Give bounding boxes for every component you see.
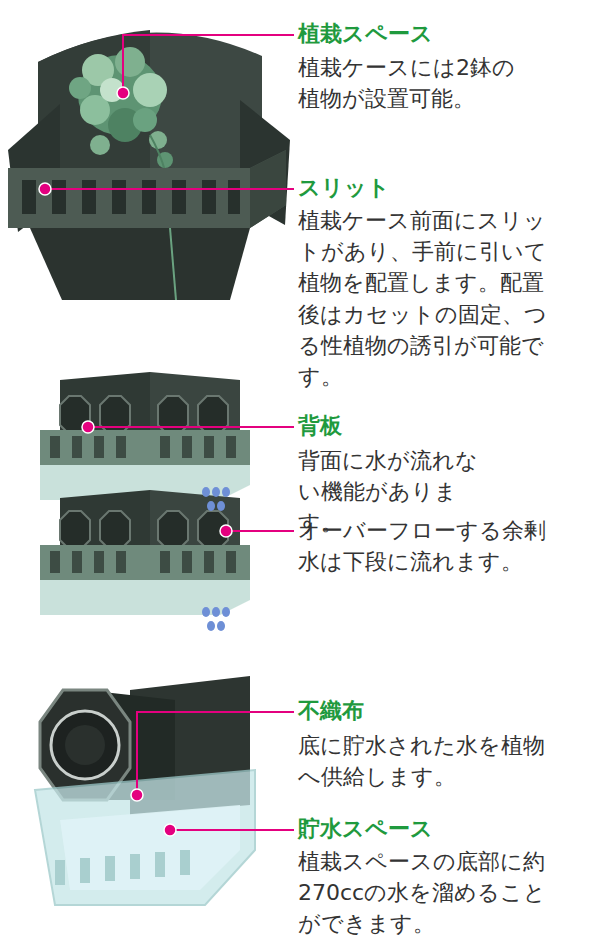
illustration-part bbox=[69, 77, 91, 99]
illustration-part bbox=[222, 487, 230, 497]
illustration-part bbox=[60, 372, 150, 440]
illustration-part bbox=[182, 436, 192, 458]
feature-text: オーバーフローする余剰水は下段に流れます。 bbox=[298, 515, 565, 577]
illustration-part bbox=[207, 621, 215, 631]
illustration-part bbox=[142, 180, 156, 214]
illustration-part bbox=[60, 805, 240, 890]
feature-heading: 不織布 bbox=[298, 695, 364, 726]
illustration-part bbox=[55, 860, 65, 885]
illustration-part bbox=[50, 436, 60, 458]
illustration-part bbox=[137, 712, 294, 795]
illustration-part bbox=[40, 490, 250, 615]
illustration-part bbox=[60, 396, 228, 434]
illustration-part bbox=[158, 511, 188, 549]
illustration-part bbox=[204, 436, 214, 458]
illustration-part bbox=[226, 530, 294, 532]
illustration-part bbox=[226, 436, 236, 458]
reservoir-module bbox=[35, 676, 255, 905]
illustration-part bbox=[105, 856, 115, 881]
illustration-part bbox=[82, 421, 94, 433]
illustration-part bbox=[217, 501, 225, 511]
illustration-part bbox=[202, 607, 210, 617]
illustration-part bbox=[50, 551, 236, 573]
illustration-part bbox=[22, 180, 240, 214]
illustration-part bbox=[72, 436, 82, 458]
feature-text: 植栽ケースには2鉢の植物が設置可能。 bbox=[298, 52, 520, 114]
illustration-part bbox=[212, 487, 220, 497]
water-drops bbox=[202, 487, 230, 631]
illustration-part bbox=[172, 180, 186, 214]
illustration-part bbox=[160, 551, 170, 573]
illustration-part bbox=[45, 188, 294, 190]
illustration-part bbox=[39, 183, 51, 195]
illustration-part bbox=[133, 73, 167, 107]
illustration-part bbox=[217, 621, 225, 631]
illustration-part bbox=[82, 180, 96, 214]
illustration-part bbox=[130, 854, 140, 879]
illustration-part bbox=[182, 551, 192, 573]
illustration-part bbox=[60, 511, 90, 549]
feature-heading: 貯水スペース bbox=[298, 813, 433, 844]
illustration-part bbox=[40, 545, 250, 580]
illustration-part bbox=[88, 426, 294, 428]
illustration-part bbox=[55, 850, 190, 885]
illustration-part bbox=[204, 551, 214, 573]
illustration-part bbox=[131, 789, 143, 801]
illustration-part bbox=[158, 396, 188, 434]
illustration-part bbox=[116, 551, 126, 573]
illustration-part bbox=[40, 372, 250, 500]
feature-text: 底に貯水された水を植物へ供給します。 bbox=[298, 730, 565, 792]
illustration-part bbox=[65, 725, 105, 765]
illustration-part bbox=[90, 135, 110, 155]
leader-lines bbox=[45, 35, 294, 830]
illustration-part bbox=[40, 430, 250, 465]
illustration-part bbox=[72, 551, 82, 573]
illustration-part bbox=[164, 824, 176, 836]
illustration-part bbox=[150, 372, 240, 440]
illustration-part bbox=[60, 511, 228, 549]
feature-heading: 背板 bbox=[298, 410, 342, 441]
illustration-part bbox=[198, 396, 228, 434]
illustration-part bbox=[202, 487, 210, 497]
illustration-part bbox=[155, 852, 165, 877]
illustration-part bbox=[133, 108, 157, 132]
illustration-part bbox=[50, 551, 60, 573]
illustration-part bbox=[226, 551, 236, 573]
stacked-modules bbox=[40, 372, 250, 631]
illustration-part bbox=[116, 436, 126, 458]
illustration-part bbox=[30, 228, 250, 300]
illustration-part bbox=[100, 396, 130, 434]
illustration-part bbox=[180, 850, 190, 875]
illustration-part bbox=[50, 436, 236, 458]
illustration-part bbox=[80, 858, 90, 883]
illustration-part bbox=[212, 607, 220, 617]
illustration-part bbox=[220, 525, 232, 537]
illustration-part bbox=[123, 35, 294, 93]
illustration-part bbox=[112, 180, 126, 214]
feature-text: 植栽スペースの底部に約270ccの水を溜めることができます。 bbox=[298, 846, 565, 939]
illustration-part bbox=[51, 711, 119, 779]
illustration-part bbox=[115, 47, 145, 77]
illustration-part bbox=[160, 436, 170, 458]
illustration-part bbox=[22, 180, 36, 214]
feature-text: 植栽ケース前面にスリットがあり、手前に引いて植物を配置します。配置後はカセットの… bbox=[298, 205, 565, 392]
illustration-part bbox=[117, 87, 129, 99]
feature-heading: スリット bbox=[298, 172, 390, 203]
illustration-part bbox=[94, 436, 104, 458]
illustration-part bbox=[202, 180, 216, 214]
feature-heading: 植栽スペース bbox=[298, 18, 433, 49]
illustration-part bbox=[222, 607, 230, 617]
illustration-part bbox=[52, 180, 66, 214]
planter-module bbox=[8, 30, 290, 300]
illustration-part bbox=[94, 551, 104, 573]
illustration-part bbox=[170, 829, 294, 831]
illustration-part bbox=[100, 511, 130, 549]
leader-dots bbox=[39, 87, 232, 836]
illustration-part bbox=[170, 228, 176, 300]
illustration-part bbox=[35, 770, 255, 905]
illustration-part bbox=[207, 501, 215, 511]
illustration-part bbox=[228, 180, 240, 214]
